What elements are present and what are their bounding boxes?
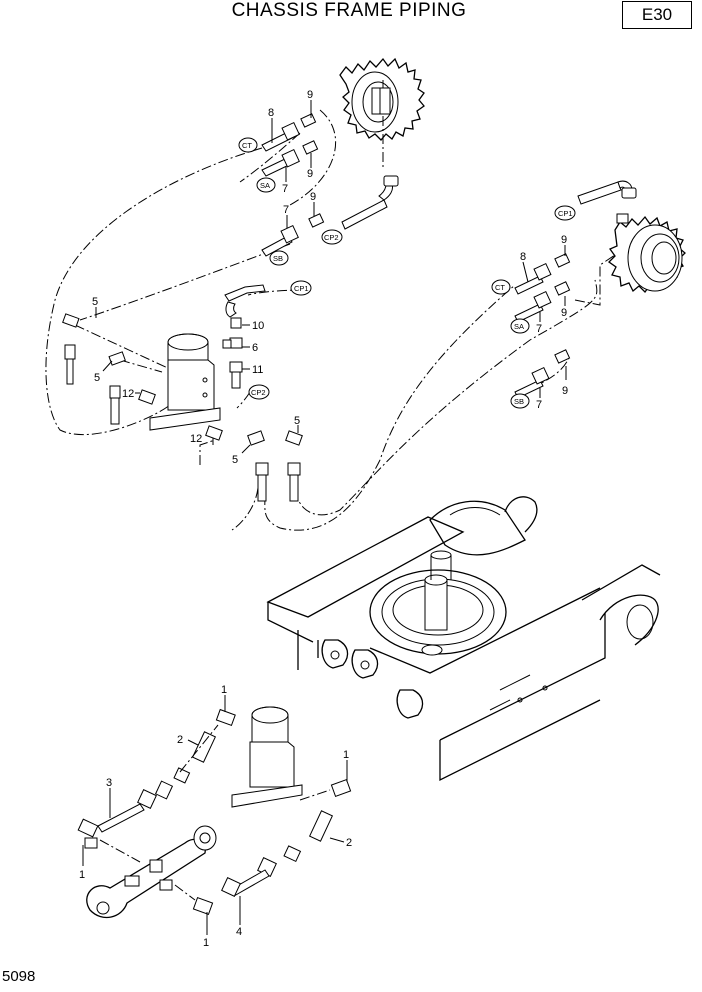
connector-tag: CP1 — [558, 209, 573, 218]
callout: 1 — [79, 869, 85, 881]
callout: 2 — [346, 837, 352, 849]
callout: 7 — [282, 183, 288, 195]
leader-lines — [82, 100, 567, 935]
callout: 6 — [252, 342, 258, 354]
callout-numbers: 8 9 9 7 9 7 5 5 12 10 6 11 12 5 5 8 9 9 … — [79, 89, 568, 949]
center-swivel-joint — [62, 284, 303, 502]
callout: 9 — [310, 191, 316, 203]
connector-tag: CP2 — [324, 233, 339, 242]
callout: 9 — [561, 307, 567, 319]
callout: 7 — [283, 204, 289, 216]
undercarriage-frame — [266, 496, 661, 782]
connector-tags: CT SA SB CP2 CP1 CP2 CP1 CT SA SB — [238, 137, 576, 409]
callout: 1 — [221, 684, 227, 696]
callout: 8 — [520, 251, 526, 263]
callout: 3 — [106, 777, 112, 789]
callout: 8 — [268, 107, 274, 119]
hose-routes — [45, 80, 616, 531]
hoses-upper — [261, 113, 637, 399]
connector-tag: CT — [495, 283, 505, 292]
section-code-box: E30 — [622, 1, 692, 29]
callout: 9 — [307, 89, 313, 101]
callout: 5 — [294, 415, 300, 427]
connector-tag: CT — [242, 141, 252, 150]
callout: 5 — [94, 372, 100, 384]
callout: 10 — [252, 320, 264, 332]
connector-tag: SB — [273, 254, 283, 263]
callout: 5 — [232, 454, 238, 466]
callout: 12 — [122, 388, 134, 400]
callout: 5 — [92, 296, 98, 308]
callout: 12 — [190, 433, 202, 445]
travel-motor-sprocket-right — [607, 215, 686, 294]
callout: 9 — [562, 385, 568, 397]
connector-tag: SB — [514, 397, 524, 406]
callout: 7 — [536, 399, 542, 411]
connector-tag: CP2 — [251, 388, 266, 397]
callout: 2 — [177, 734, 183, 746]
callout: 9 — [307, 168, 313, 180]
connector-tag: SA — [260, 181, 270, 190]
figure-number: 5098 — [2, 968, 36, 985]
travel-motor-sprocket-left — [339, 57, 425, 141]
callout: 1 — [203, 937, 209, 949]
connector-tag: SA — [514, 322, 524, 331]
page-title: CHASSIS FRAME PIPING — [231, 0, 467, 21]
callout: 11 — [252, 364, 263, 376]
callout: 4 — [236, 926, 242, 938]
dozer-piping-detail — [77, 706, 352, 919]
connector-tag: CP1 — [294, 284, 309, 293]
callout: 1 — [343, 749, 349, 761]
callout: 7 — [536, 323, 542, 335]
callout: 9 — [561, 234, 567, 246]
